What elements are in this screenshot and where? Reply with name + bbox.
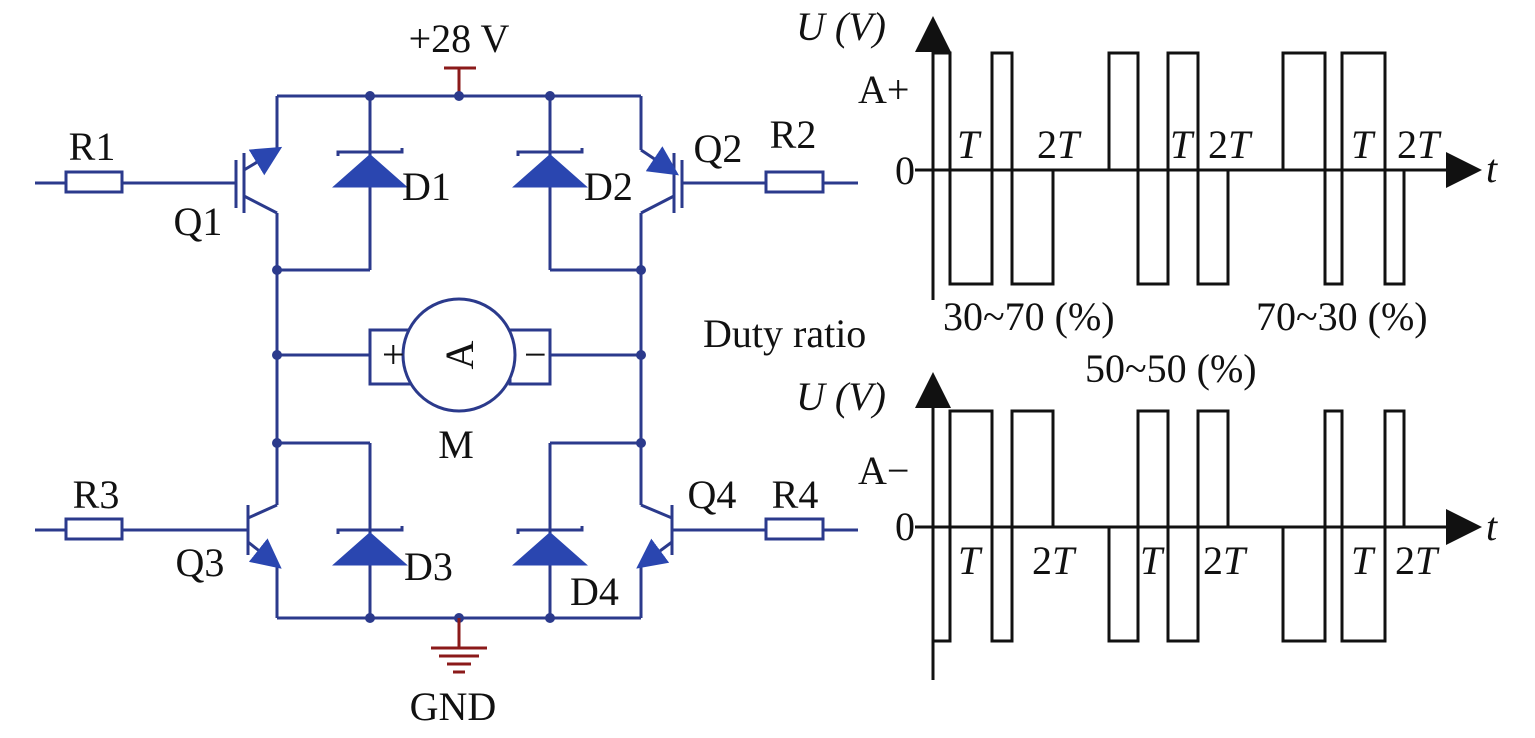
period-t-3: T xyxy=(1351,122,1376,167)
motor-plus-label: + xyxy=(382,332,405,377)
q4-label: Q4 xyxy=(688,472,737,517)
resistor-r2 xyxy=(764,170,825,194)
duty-ratio-labels: Duty ratio 30~70 (%) 50~50 (%) 70~30 (%) xyxy=(703,294,1428,391)
motor-minus-terminal xyxy=(508,328,552,386)
duty-ratio-label: Duty ratio xyxy=(703,311,866,356)
period-t-1: T xyxy=(957,122,982,167)
resistor-r3 xyxy=(64,517,124,541)
supply-terminal: +28 V xyxy=(409,16,510,96)
ground-symbol: GND xyxy=(410,618,497,729)
junction-dots xyxy=(272,91,646,623)
period-2t-3: 2T xyxy=(1397,122,1442,167)
r1-label: R1 xyxy=(69,124,116,169)
y-axis-label-bottom: U (V) xyxy=(796,374,886,419)
q3-label: Q3 xyxy=(176,540,225,585)
transistor-q3: R3 Q3 xyxy=(35,472,282,585)
d1-label: D1 xyxy=(402,164,451,209)
motor-symbol: A xyxy=(437,340,482,369)
period-t-6: T xyxy=(1351,538,1376,583)
level-a-plus: A+ xyxy=(858,67,909,112)
period-2t-5: 2T xyxy=(1203,538,1248,583)
waveform-a-plus: U (V) A+ 0 t T 2T T 2T T 2T xyxy=(796,4,1498,300)
motor-label: M xyxy=(438,422,474,467)
duty-segment-2: 50~50 (%) xyxy=(1085,346,1257,391)
zero-bottom: 0 xyxy=(895,504,915,549)
transistor-q1: R1 Q1 xyxy=(35,124,283,244)
period-2t-1: 2T xyxy=(1037,122,1082,167)
period-2t-2: 2T xyxy=(1208,122,1253,167)
period-2t-4: 2T xyxy=(1032,538,1077,583)
ground-label: GND xyxy=(410,684,497,729)
r2-label: R2 xyxy=(770,112,817,157)
d4-label: D4 xyxy=(570,569,619,614)
period-t-5: T xyxy=(1140,538,1165,583)
motor-body xyxy=(401,297,517,413)
diode-d2: D2 xyxy=(512,148,633,209)
level-a-minus: A− xyxy=(858,448,909,493)
t-label-bottom: t xyxy=(1486,504,1498,549)
motor-plus-terminal xyxy=(368,328,412,386)
y-axis-label-top: U (V) xyxy=(796,4,886,49)
waveform-trace-top xyxy=(933,51,1406,286)
diode-d4: D4 xyxy=(512,526,619,614)
supply-label: +28 V xyxy=(409,16,510,61)
motor: + − A M xyxy=(368,297,552,467)
r3-label: R3 xyxy=(73,472,120,517)
duty-segment-3: 70~30 (%) xyxy=(1256,294,1428,339)
resistor-r4 xyxy=(764,517,825,541)
duty-segment-1: 30~70 (%) xyxy=(943,294,1115,339)
transistor-q2: R2 Q2 xyxy=(640,112,858,215)
zero-top: 0 xyxy=(895,148,915,193)
waveform-a-minus: U (V) A− 0 t T 2T T 2T T 2T xyxy=(796,372,1498,680)
r4-label: R4 xyxy=(772,472,819,517)
diode-d1: D1 xyxy=(332,148,451,209)
d2-label: D2 xyxy=(584,164,633,209)
q2-label: Q2 xyxy=(694,126,743,171)
period-t-4: T xyxy=(958,538,983,583)
waveform-trace-bottom xyxy=(933,409,1406,643)
transistor-q4: R4 Q4 xyxy=(636,472,858,569)
h-bridge-circuit: +28 V xyxy=(35,16,858,729)
q1-label: Q1 xyxy=(174,199,223,244)
d3-label: D3 xyxy=(404,544,453,589)
t-label-top: t xyxy=(1486,146,1498,191)
motor-minus-label: − xyxy=(524,332,547,377)
resistor-r1 xyxy=(64,170,124,194)
diode-d3: D3 xyxy=(332,526,453,589)
period-t-2: T xyxy=(1170,122,1195,167)
period-2t-6: 2T xyxy=(1395,538,1440,583)
